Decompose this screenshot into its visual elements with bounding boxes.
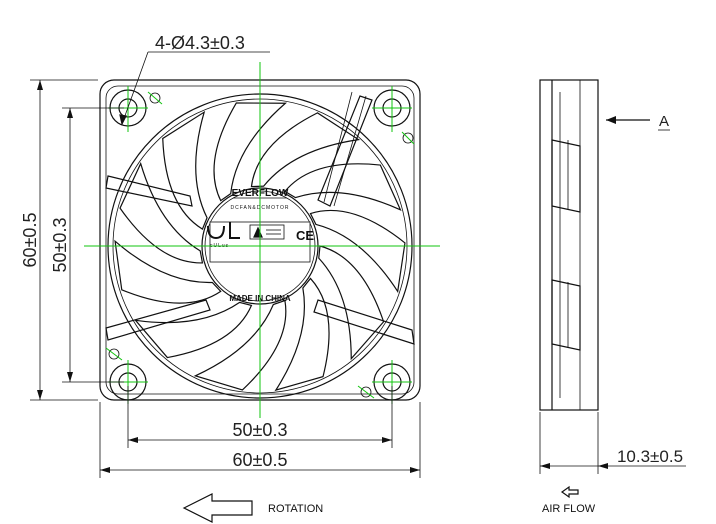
fan-blade <box>119 161 204 264</box>
fan-blade <box>133 301 253 359</box>
fan-blades <box>114 102 406 392</box>
fan-blade <box>193 299 287 391</box>
fan-blade <box>274 277 330 392</box>
thickness-dimension: 10.3±0.5 <box>539 412 686 474</box>
air-flow-arrow-icon <box>560 485 579 499</box>
rotation-arrow-icon <box>182 493 253 523</box>
view-direction-indicator: A <box>606 113 670 131</box>
fan-blade <box>318 245 385 361</box>
fan-blade <box>284 163 402 211</box>
ce-mark: CE <box>296 228 314 243</box>
fan-blade <box>213 102 287 202</box>
thickness-text: 10.3±0.5 <box>617 447 683 466</box>
fan-blade <box>250 112 361 188</box>
rotation-label: ROTATION <box>268 503 323 515</box>
hole-spacing-height-dimension: 50±0.3 <box>50 107 124 383</box>
support-struts <box>105 91 415 345</box>
fan-blade <box>162 110 208 230</box>
air-flow-indicator: AIR FLOW <box>542 485 596 515</box>
outer-height-text: 60±0.5 <box>20 213 40 268</box>
air-flow-label: AIR FLOW <box>542 503 596 515</box>
fan-blade <box>309 209 406 294</box>
hole-spacing-height-text: 50±0.3 <box>50 218 70 273</box>
outer-width-dimension: 60±0.5 <box>99 402 421 478</box>
outer-width-text: 60±0.5 <box>233 450 288 470</box>
hole-callout-text: 4-Ø4.3±0.3 <box>155 33 245 53</box>
fan-front-view: EVERFLOW DCFAN&DCMOTOR cULus CE MADE IN … <box>84 62 440 418</box>
view-label: A <box>659 113 669 130</box>
hole-spacing-width-dimension: 50±0.3 <box>127 386 393 448</box>
fan-blade <box>114 239 222 304</box>
fan-side-view <box>539 79 599 411</box>
rotation-indicator: ROTATION <box>182 493 323 523</box>
hole-callout: 4-Ø4.3±0.3 <box>119 33 270 126</box>
outer-height-dimension: 60±0.5 <box>20 79 98 401</box>
hole-spacing-width-text: 50±0.3 <box>233 420 288 440</box>
